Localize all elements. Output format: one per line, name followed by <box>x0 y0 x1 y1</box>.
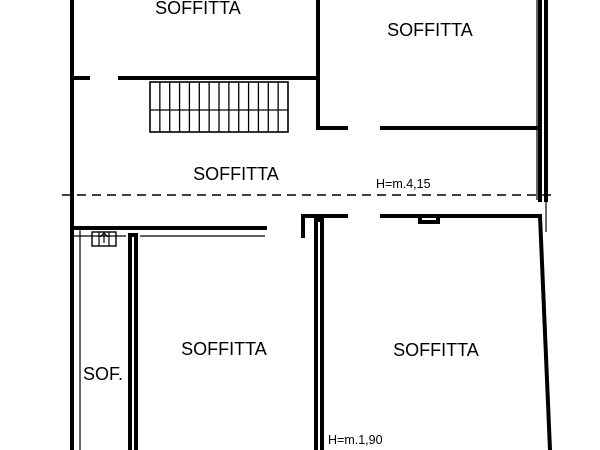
height-label-upper: H=m.4,15 <box>376 177 431 191</box>
room-label-top-left: SOFFITTA <box>155 0 241 18</box>
height-label-lower: H=m.1,90 <box>328 433 383 447</box>
room-label-bottom-right: SOFFITTA <box>393 340 479 360</box>
room-label-center: SOFFITTA <box>193 164 279 184</box>
room-label-bottom-left: SOF. <box>83 364 123 384</box>
staircase <box>149 81 289 133</box>
hatch-symbol <box>91 231 117 247</box>
detail-lines <box>72 0 547 450</box>
room-label-bottom-middle: SOFFITTA <box>181 339 267 359</box>
room-label-top-right: SOFFITTA <box>387 20 473 40</box>
walls <box>70 0 553 450</box>
